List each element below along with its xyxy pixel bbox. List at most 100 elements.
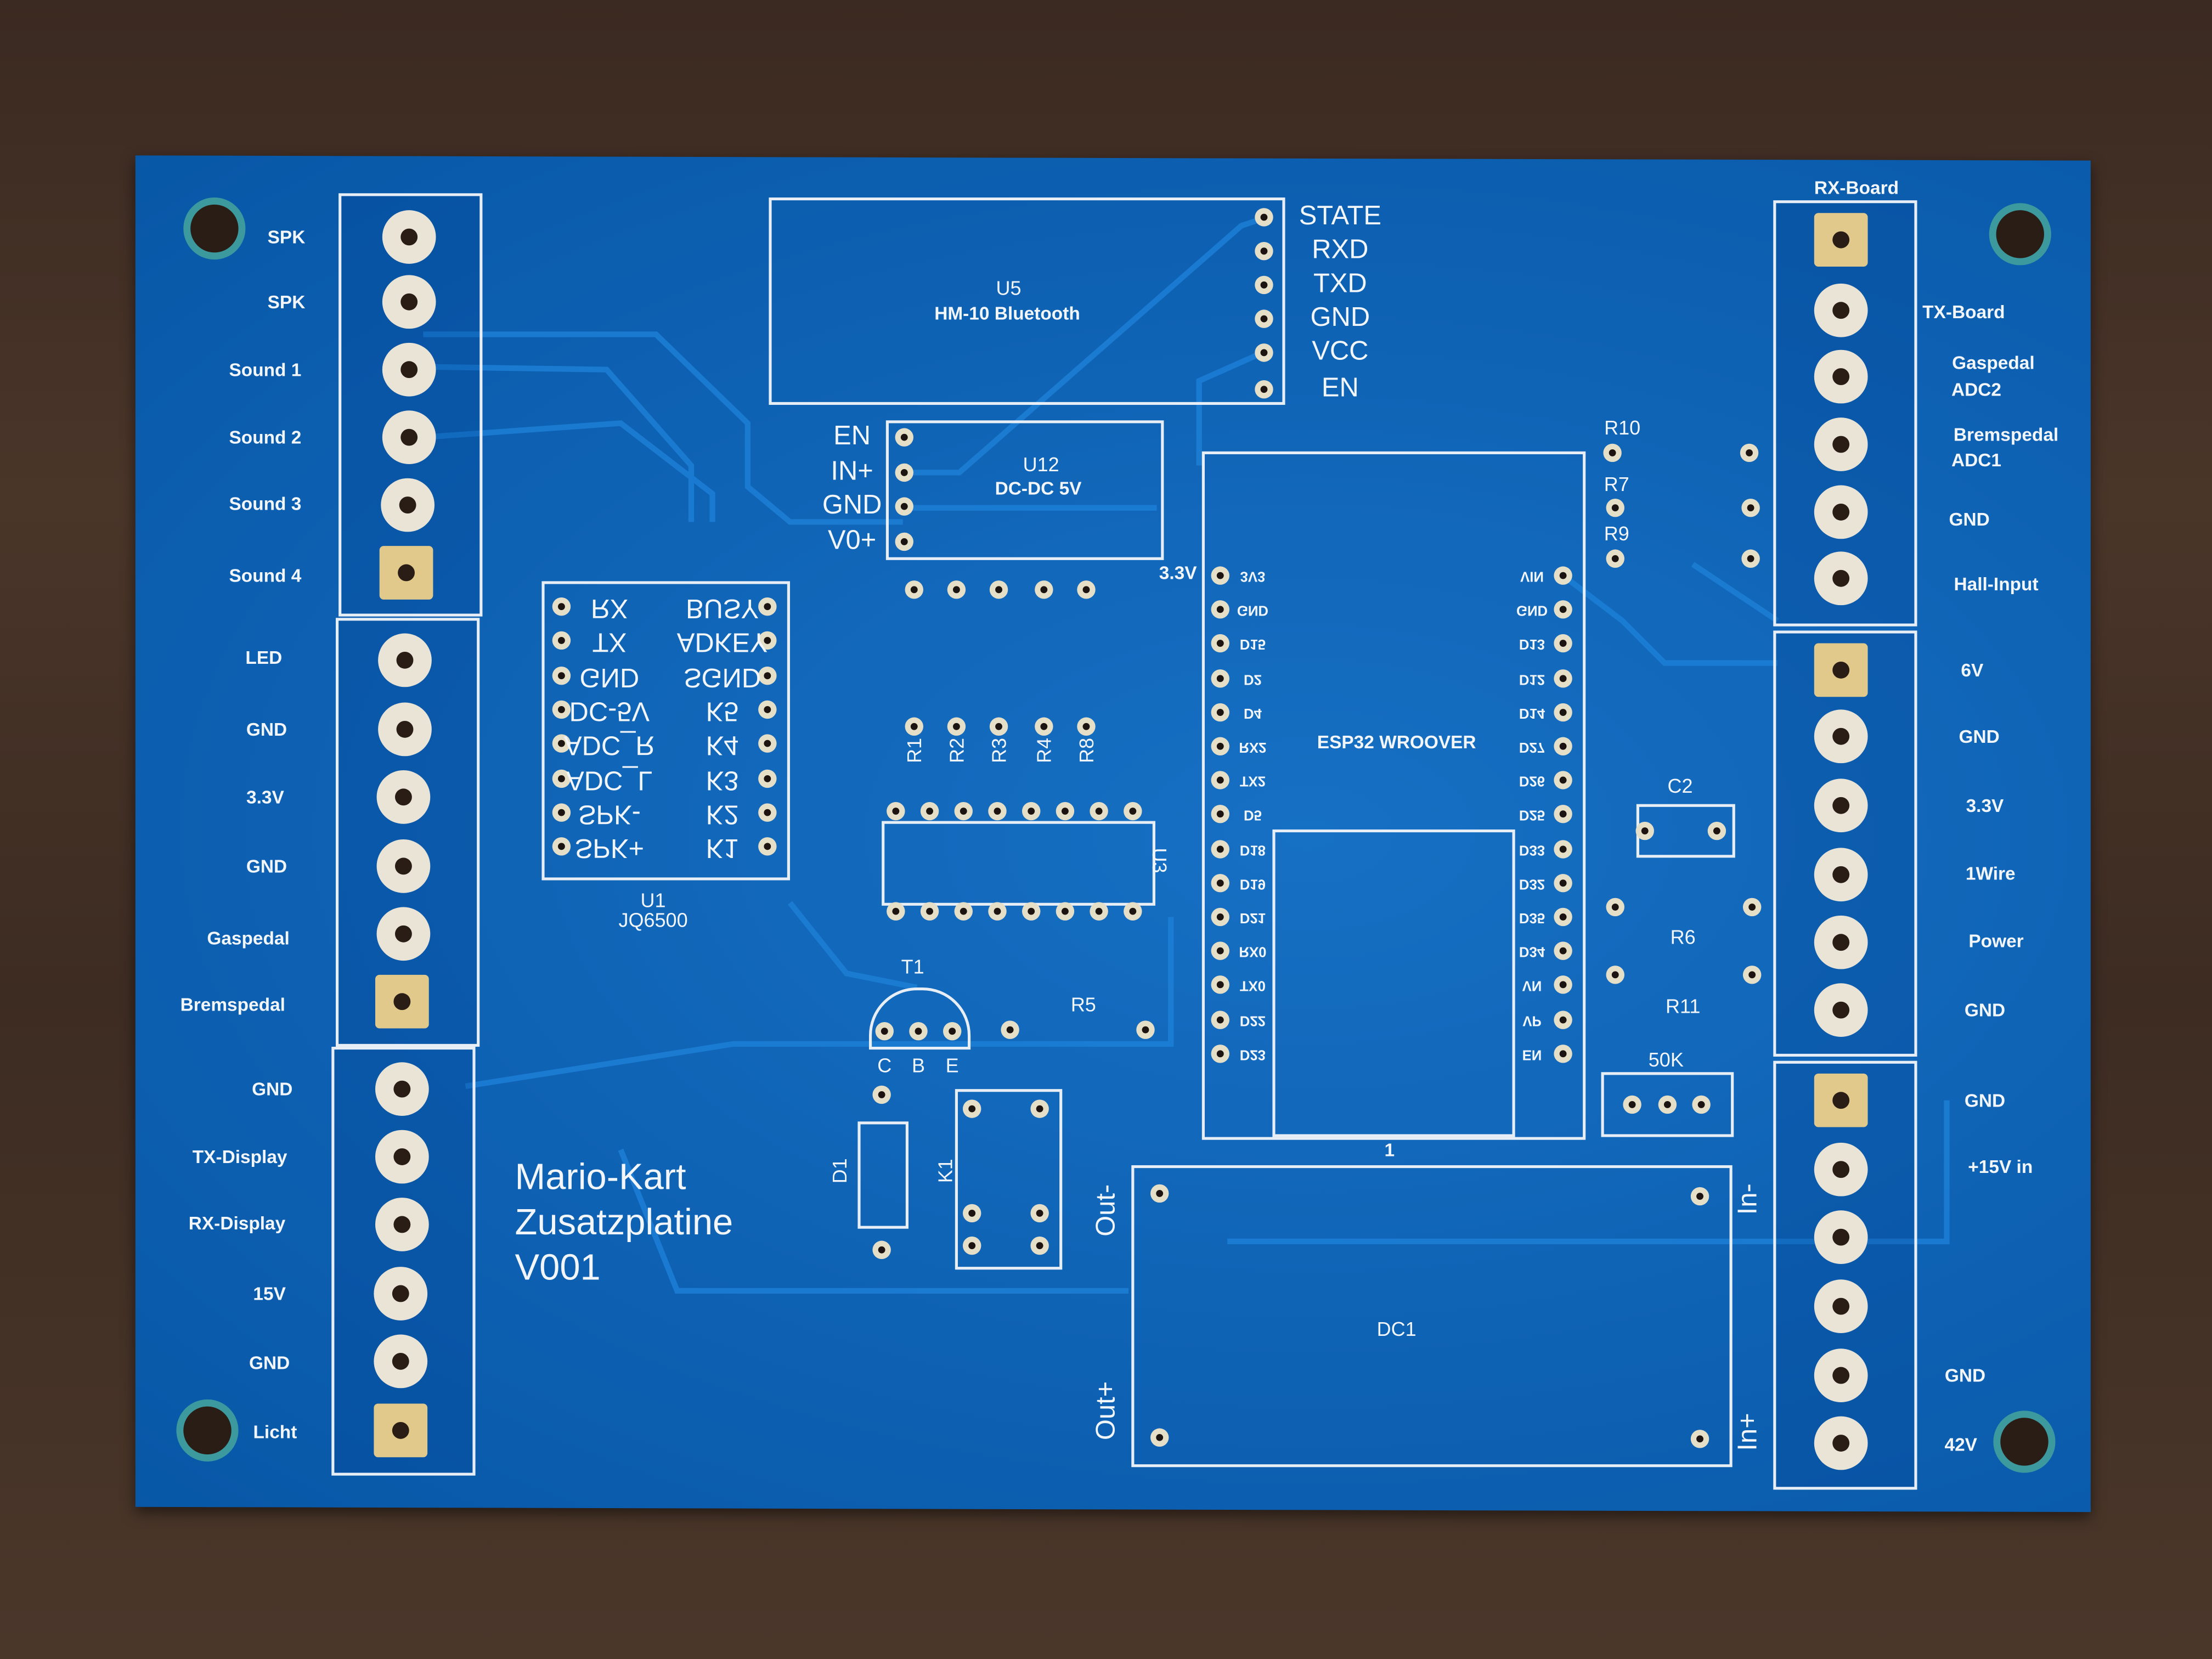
esp32-pin-label: EN	[1522, 1046, 1542, 1062]
terminal-pad	[1814, 643, 1868, 697]
esp32-pin-label: D5	[1243, 806, 1262, 822]
u1-pin	[552, 803, 571, 822]
terminal-label: GND	[1944, 1364, 1986, 1386]
resistor-pad	[1741, 549, 1760, 568]
esp32-pin-label: D26	[1519, 772, 1545, 788]
terminal-pad	[382, 410, 436, 464]
terminal-label: Sound 4	[229, 565, 302, 586]
esp32-outline	[1201, 451, 1586, 1140]
u12-pin-label: EN	[833, 421, 871, 452]
terminal-label: Power	[1968, 930, 2024, 952]
terminal-pad	[382, 210, 436, 264]
u5-pin-label: RXD	[1312, 235, 1369, 266]
d1-label: D1	[828, 1158, 851, 1184]
resistor-pad	[1742, 966, 1762, 984]
u5-outline	[769, 197, 1285, 405]
header-pin	[1255, 309, 1273, 328]
terminal-label: Sound 1	[229, 359, 302, 380]
terminal-label: GND	[1964, 1090, 2006, 1111]
u1-pin-label: ADC_L	[566, 764, 653, 794]
terminal-pad	[1814, 283, 1868, 337]
dc1-out-plus-label: Out+	[1092, 1381, 1122, 1441]
terminal-pad	[1814, 1416, 1868, 1470]
terminal-label: 15V	[253, 1283, 286, 1305]
terminal-pad	[1814, 1142, 1868, 1197]
terminal-label: Gaspedal	[1952, 352, 2035, 374]
u1-pin	[758, 665, 777, 685]
esp32-pin-label: D23	[1239, 1046, 1266, 1062]
t1-pin-label: C	[877, 1053, 892, 1076]
resistor-pad	[1077, 580, 1096, 599]
u3-pin	[1124, 902, 1142, 921]
terminal-pad	[374, 1403, 428, 1458]
component-pad	[1692, 1095, 1711, 1114]
resistor-label: R1	[902, 737, 926, 764]
component-pad	[1150, 1184, 1169, 1203]
esp32-pin-label: D2	[1243, 670, 1262, 686]
u3-pin	[954, 902, 973, 921]
esp32-antenna-outline	[1272, 829, 1515, 1137]
u1-pin-label: SPK+	[574, 832, 645, 862]
resistor-label: R6	[1670, 925, 1696, 948]
esp32-pin	[1211, 703, 1229, 721]
resistor-pad	[1035, 580, 1053, 599]
u3-pin	[887, 902, 905, 921]
component-pad	[962, 1236, 981, 1255]
terminal-pad	[382, 342, 436, 397]
esp32-pin-label: VN	[1522, 977, 1542, 993]
resistor-pad	[1740, 443, 1759, 462]
u1-pin-label: K4	[706, 729, 739, 759]
terminal-pad	[382, 275, 436, 329]
esp32-pin-label: 3V3	[1240, 567, 1266, 584]
esp32-pin	[1554, 600, 1572, 619]
esp32-supply-label: 3.3V	[1159, 562, 1197, 584]
terminal-pad	[376, 907, 431, 961]
esp32-pin-label: D35	[1519, 909, 1545, 925]
c2-label: C2	[1667, 774, 1693, 797]
terminal-label: SPK	[267, 226, 306, 248]
u12-pin-label: GND	[822, 490, 882, 521]
esp32-pin-label: D15	[1239, 636, 1266, 652]
esp32-pin	[1211, 1044, 1229, 1063]
terminal-label: RX-Board	[1814, 177, 1899, 199]
header-pin	[895, 428, 913, 447]
terminal-pad	[1814, 848, 1868, 902]
terminal-label: GND	[252, 1078, 293, 1100]
resistor-pad	[1603, 443, 1622, 462]
terminal-label: Hall-Input	[1954, 573, 2039, 595]
u1-pin-label: K5	[706, 695, 739, 725]
u1-pin	[758, 597, 777, 616]
component-pad	[1658, 1095, 1677, 1114]
esp32-pin-label: D18	[1239, 840, 1266, 857]
esp32-pin	[1554, 737, 1572, 755]
dc1-outline	[1131, 1165, 1733, 1468]
u1-pin	[758, 837, 777, 856]
u1-pin-label: RX	[590, 592, 628, 622]
esp32-pin	[1211, 634, 1229, 653]
resistor-label: R10	[1604, 416, 1641, 439]
esp32-pin	[1211, 600, 1229, 619]
resistor-pad	[1001, 1020, 1019, 1039]
u5-pin-label: STATE	[1299, 201, 1381, 232]
u1-outline	[541, 581, 790, 881]
resistor-label: R7	[1604, 472, 1629, 495]
esp32-pin-label: RX0	[1239, 943, 1267, 959]
terminal-label: TX-Board	[1922, 301, 2005, 323]
u3-pin	[1056, 902, 1075, 921]
u3-pin	[1090, 902, 1108, 921]
terminal-pad	[1814, 349, 1868, 404]
resistor-pad	[1606, 549, 1624, 568]
terminal-pad	[378, 633, 432, 687]
esp32-pin	[1554, 1010, 1572, 1029]
u5-ref: U5	[996, 276, 1022, 300]
resistor-label: R8	[1075, 737, 1098, 764]
terminal-label: SPK	[267, 291, 306, 313]
component-pad	[1690, 1187, 1709, 1206]
u1-pin	[552, 734, 571, 753]
u12-ref: U12	[1023, 453, 1059, 476]
esp32-pin-label: GND	[1516, 602, 1548, 618]
esp32-pin-label: D32	[1519, 875, 1545, 891]
u3-pin	[1022, 902, 1041, 921]
resistor-pad	[1606, 898, 1624, 917]
esp32-pin-label: D21	[1239, 909, 1266, 925]
